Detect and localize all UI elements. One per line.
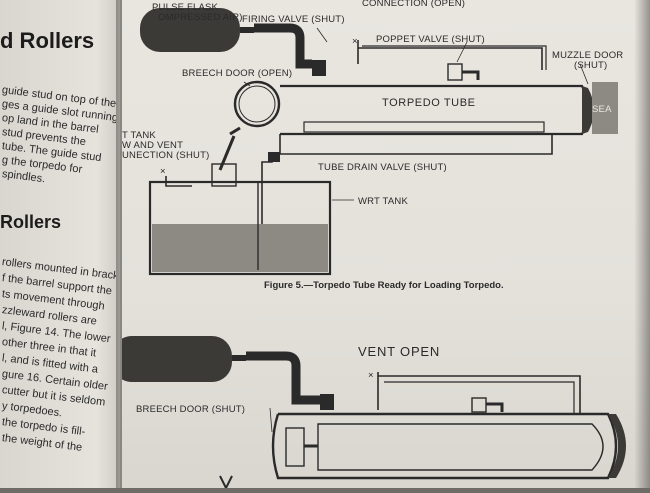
figure-top: × × xyxy=(122,0,623,291)
label-poppet-valve: POPPET VALVE (SHUT) xyxy=(376,34,485,45)
leader-poppet xyxy=(456,41,468,63)
firing-valve-shape xyxy=(312,60,326,76)
label-breech-door-shut: BREECH DOOR (SHUT) xyxy=(136,404,245,415)
poppet-valve-2-shape xyxy=(471,397,487,413)
left-heading-rollers-2: Rollers xyxy=(0,212,62,232)
leader-breech-2 xyxy=(269,407,273,433)
label-wrt-tank: WRT TANK xyxy=(358,196,408,207)
air-line-2-fill xyxy=(246,352,320,404)
label-compressed-air: OMPRESSED AIR) xyxy=(158,12,243,23)
label-sea: SEA xyxy=(592,104,612,115)
poppet-2-outlet xyxy=(486,402,504,412)
vent-line xyxy=(357,40,543,70)
leader-firing xyxy=(316,27,328,43)
pulse-flask-shape xyxy=(140,8,240,52)
label-vent-open: VENT OPEN xyxy=(358,344,440,359)
torpedo-diagrams: × × xyxy=(112,0,626,489)
label-firing-valve: FIRING VALVE (SHUT) xyxy=(242,14,345,25)
tank-vent-line xyxy=(165,176,192,187)
vent-line-inner xyxy=(362,45,547,70)
wrt-tank-water xyxy=(152,224,328,272)
lever-base xyxy=(211,163,237,187)
torpedo-body xyxy=(317,423,604,471)
vent-open-x: × xyxy=(368,370,374,381)
pulse-flask-2-shape xyxy=(112,336,232,382)
sea-block xyxy=(592,82,618,134)
lever-2 xyxy=(219,475,233,489)
breech-door-open-shape xyxy=(233,80,281,128)
vent-line-2-inner xyxy=(384,381,575,414)
label-muzzle-door-state: (SHUT) xyxy=(574,60,607,71)
label-torpedo-tube: TORPEDO TUBE xyxy=(382,97,476,109)
page-edge-shadow xyxy=(634,0,650,488)
label-tank-2: W AND VENT xyxy=(122,140,183,151)
left-heading-rollers: d Rollers xyxy=(0,28,95,53)
label-tank-1: T TANK xyxy=(122,130,156,141)
figure-5-caption: Figure 5.—Torpedo Tube Ready for Loading… xyxy=(264,280,504,291)
poppet-outlet xyxy=(462,70,480,80)
tube-lower-rail xyxy=(303,121,545,133)
torpedo-tube-shape xyxy=(280,84,590,136)
label-connection: CONNECTION (OPEN) xyxy=(362,0,465,9)
firing-valve-2-shape xyxy=(320,394,334,410)
right-page: × × xyxy=(112,0,650,489)
wrt-tank-shape xyxy=(148,180,332,276)
connection-x: × xyxy=(352,36,358,47)
muzzle-door-shape xyxy=(582,86,594,134)
air-line-2-outline xyxy=(246,351,320,405)
tank-vent-x: × xyxy=(160,166,166,177)
tube-drain-valve-shape xyxy=(268,152,280,162)
label-tank-3: UNECTION (SHUT) xyxy=(122,150,209,161)
torpedo-tail xyxy=(285,427,305,467)
label-tube-drain-valve: TUBE DRAIN VALVE (SHUT) xyxy=(318,162,447,173)
label-breech-door-open: BREECH DOOR (OPEN) xyxy=(182,68,292,79)
muzzle-door-2-shape xyxy=(608,414,626,478)
label-pulse-flask: PULSE FLASK xyxy=(152,2,219,13)
leader-breech xyxy=(243,81,251,87)
air-line-fill xyxy=(254,24,312,68)
breech-door-inner xyxy=(238,85,276,123)
poppet-valve-shape xyxy=(447,63,463,81)
label-muzzle-door: MUZZLE DOOR xyxy=(552,50,623,61)
leader-muzzle xyxy=(579,63,589,85)
vent-line-2 xyxy=(377,372,581,414)
tube-underside xyxy=(279,134,553,155)
figure-bottom: × VENT OPEN BREECH DOOR (SHUT) xyxy=(112,336,626,489)
